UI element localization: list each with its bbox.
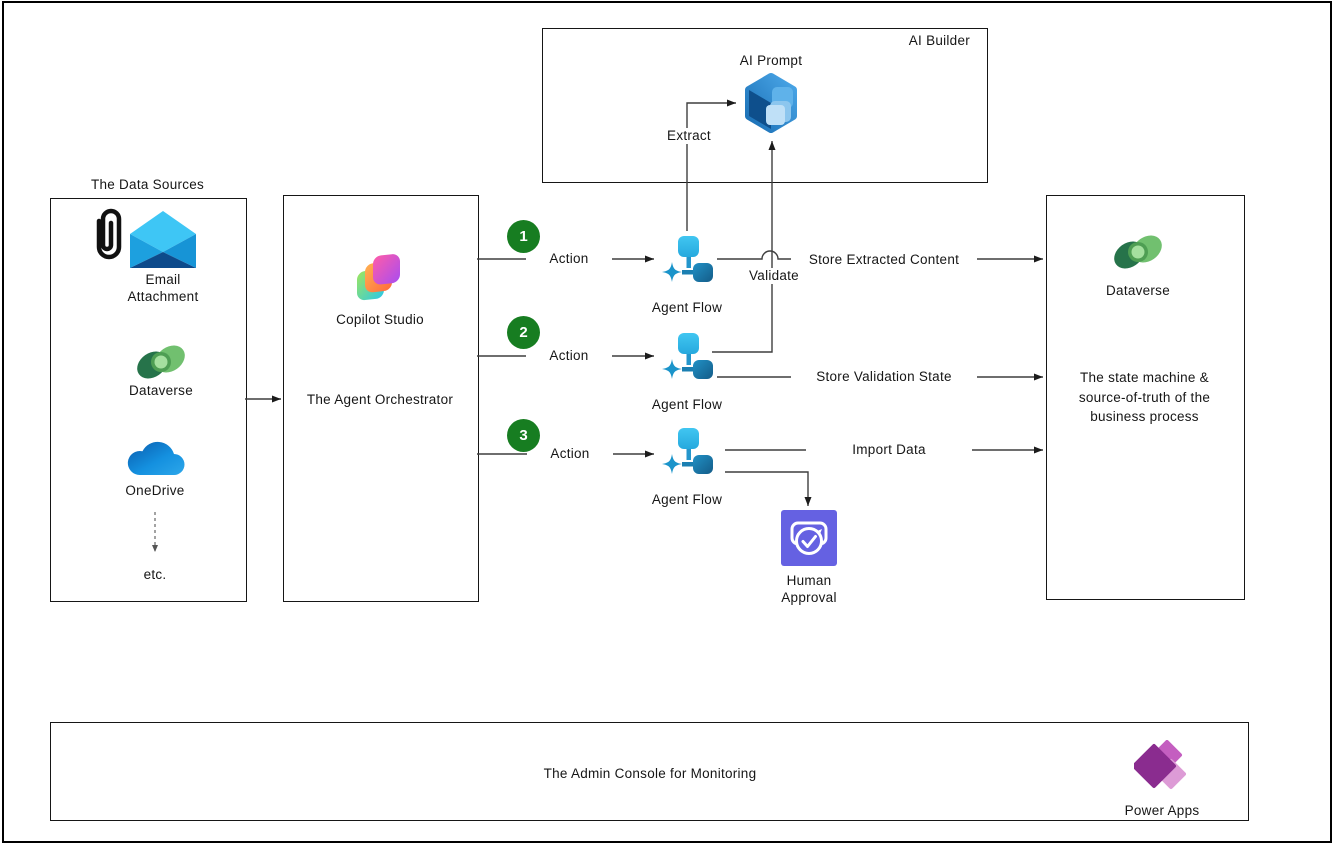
copilot-studio-icon bbox=[357, 254, 400, 301]
step-badge-1: 1 bbox=[507, 220, 540, 253]
paperclip-icon bbox=[96, 208, 122, 260]
extract-label: Extract bbox=[646, 128, 732, 144]
etc-label: etc. bbox=[143, 567, 167, 582]
dataverse-description-line: source-of-truth of the bbox=[1078, 389, 1211, 405]
agent-flow-icon bbox=[662, 333, 713, 379]
power-apps-label: Power Apps bbox=[1124, 803, 1200, 818]
data-sources-title: The Data Sources bbox=[90, 177, 205, 192]
store-extracted-content-label: Store Extracted Content bbox=[791, 252, 977, 268]
ai-prompt-label: AI Prompt bbox=[739, 53, 803, 68]
agent-flow-icon bbox=[662, 428, 713, 474]
action-label-1: Action bbox=[526, 251, 612, 267]
dataverse-icon bbox=[137, 345, 185, 379]
action-label-2: Action bbox=[526, 348, 612, 364]
email-envelope-icon bbox=[130, 211, 196, 268]
dataverse-source-label: Dataverse bbox=[129, 383, 193, 398]
dataverse-icon bbox=[1114, 235, 1162, 269]
admin-console-label: The Admin Console for Monitoring bbox=[543, 766, 757, 781]
dataverse-box bbox=[1046, 195, 1245, 600]
copilot-studio-label: Copilot Studio bbox=[336, 312, 424, 327]
ai-prompt-icon bbox=[745, 73, 797, 133]
agent-flow-label-1: Agent Flow bbox=[651, 300, 723, 315]
dataverse-store-label: Dataverse bbox=[1106, 283, 1170, 298]
human-approval-icon bbox=[781, 510, 837, 566]
dataverse-description: The state machine & source-of-truth of t… bbox=[1056, 368, 1233, 427]
human-approval-label: Human Approval bbox=[781, 573, 837, 605]
onedrive-label: OneDrive bbox=[125, 483, 185, 498]
dataverse-description-line: business process bbox=[1090, 409, 1199, 424]
agent-flow-label-2: Agent Flow bbox=[651, 397, 723, 412]
store-validation-state-label: Store Validation State bbox=[791, 369, 977, 385]
step-badge-2: 2 bbox=[507, 316, 540, 349]
import-data-label: Import Data bbox=[806, 442, 972, 458]
agent-flow-icon bbox=[662, 236, 713, 282]
agent-orchestrator-label: The Agent Orchestrator bbox=[306, 392, 454, 407]
validate-label: Validate bbox=[731, 268, 817, 284]
ai-builder-label: AI Builder bbox=[908, 33, 970, 48]
email-attachment-label: Email Attachment bbox=[127, 272, 199, 304]
onedrive-icon bbox=[127, 441, 185, 476]
admin-console-box bbox=[50, 722, 1249, 821]
dataverse-description-line: The state machine & bbox=[1080, 370, 1209, 385]
step-badge-3: 3 bbox=[507, 419, 540, 452]
power-apps-icon bbox=[1134, 740, 1186, 789]
agent-flow-label-3: Agent Flow bbox=[651, 492, 723, 507]
action-label-3: Action bbox=[527, 446, 613, 462]
